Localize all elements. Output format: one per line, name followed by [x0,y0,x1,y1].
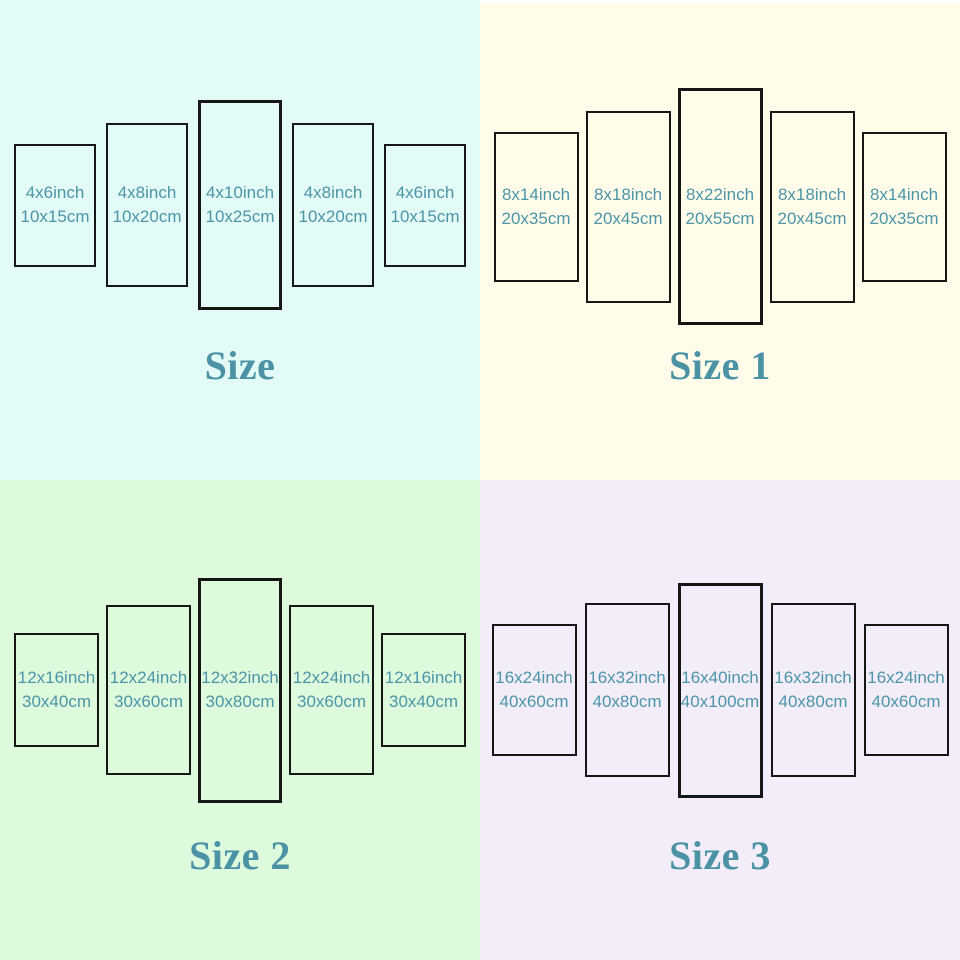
size-panel: 16x32inch 40x80cm [584,603,670,777]
size-panel: 4x8inch 10x20cm [292,123,374,287]
size-panel: 16x24inch 40x60cm [863,624,949,756]
size-chart-quadrant-size: 4x6inch 10x15cm 4x8inch 10x20cm 4x10inch… [0,0,480,480]
size-panel: 8x14inch 20x35cm [493,131,579,282]
panel-size-cm: 30x60cm [114,692,183,711]
size-panel: 16x24inch 40x60cm [491,624,577,756]
size-panel-center: 16x40inch 40x100cm [677,582,763,798]
size-panel: 8x14inch 20x35cm [861,131,947,282]
size-panel: 12x24inch 30x60cm [289,605,374,775]
size-panel-center: 12x32inch 30x80cm [198,577,282,803]
panel-size-cm: 10x20cm [112,207,182,226]
panel-size-cm: 10x20cm [298,207,368,226]
size-panel: 4x6inch 10x15cm [384,143,466,267]
panel-size-cm: 40x80cm [592,692,662,711]
size-panel: 8x18inch 20x45cm [769,110,855,303]
panel-size-cm: 20x35cm [501,208,571,228]
panel-size-cm: 20x55cm [685,208,755,228]
panel-size-cm: 20x45cm [593,208,663,228]
panel-size-inch: 12x24inch [109,668,188,687]
panel-size-cm: 10x25cm [205,207,275,226]
panel-size-cm: 30x40cm [22,692,91,711]
panel-size-inch: 16x24inch [867,668,945,687]
panel-size-inch: 16x40inch [681,668,759,687]
size-chart-quadrant-size-3: 16x24inch 40x60cm 16x32inch 40x80cm 16x4… [480,480,960,960]
panel-size-inch: 4x8inch [303,183,363,202]
panel-size-cm: 40x60cm [871,692,941,711]
panel-size-inch: 4x10inch [205,183,275,202]
size-panel: 4x6inch 10x15cm [14,143,96,267]
size-chart-quadrant-size-1: 8x14inch 20x35cm 8x18inch 20x45cm 8x22in… [480,0,960,480]
size-panel: 12x16inch 30x40cm [14,633,99,747]
panel-size-inch: 12x16inch [17,668,96,687]
size-panel: 12x16inch 30x40cm [381,633,466,747]
panel-size-inch: 12x16inch [384,668,463,687]
panel-row: 8x14inch 20x35cm 8x18inch 20x45cm 8x22in… [480,3,960,410]
panel-size-cm: 40x80cm [778,692,848,711]
panel-size-inch: 8x18inch [593,184,663,204]
panel-size-inch: 16x32inch [774,668,852,687]
size-panel: 12x24inch 30x60cm [106,605,191,775]
panel-size-cm: 10x15cm [390,207,460,226]
panel-size-inch: 4x6inch [395,183,455,202]
panel-size-cm: 30x60cm [297,692,366,711]
panel-size-inch: 16x32inch [588,668,666,687]
quadrant-title: Size [204,343,276,388]
panel-row: 4x6inch 10x15cm 4x8inch 10x20cm 4x10inch… [0,0,480,410]
panel-size-inch: 8x14inch [501,184,571,204]
panel-row: 16x24inch 40x60cm 16x32inch 40x80cm 16x4… [480,480,960,900]
size-panel: 4x8inch 10x20cm [106,123,188,287]
panel-size-inch: 8x14inch [869,184,939,204]
panel-size-cm: 30x40cm [389,692,458,711]
panel-size-cm: 20x35cm [869,208,939,228]
size-chart-quadrant-size-2: 12x16inch 30x40cm 12x24inch 30x60cm 12x3… [0,480,480,960]
panel-row: 12x16inch 30x40cm 12x24inch 30x60cm 12x3… [0,480,480,900]
size-panel-center: 8x22inch 20x55cm [677,88,763,325]
panel-size-inch: 12x32inch [201,668,279,687]
quadrant-title: Size 1 [669,343,771,388]
panel-size-inch: 16x24inch [495,668,573,687]
quadrant-title: Size 2 [189,833,291,878]
panel-size-cm: 20x45cm [777,208,847,228]
panel-size-cm: 40x100cm [680,692,760,711]
panel-size-inch: 8x18inch [777,184,847,204]
size-panel: 8x18inch 20x45cm [585,110,671,303]
panel-size-cm: 10x15cm [20,207,90,226]
panel-size-inch: 4x8inch [117,183,177,202]
size-panel: 16x32inch 40x80cm [770,603,856,777]
panel-size-cm: 30x80cm [205,692,275,711]
panel-size-cm: 40x60cm [499,692,569,711]
panel-size-inch: 8x22inch [685,184,755,204]
panel-size-inch: 12x24inch [292,668,371,687]
size-panel-center: 4x10inch 10x25cm [198,100,282,310]
quadrant-title: Size 3 [669,833,771,878]
panel-size-inch: 4x6inch [25,183,85,202]
